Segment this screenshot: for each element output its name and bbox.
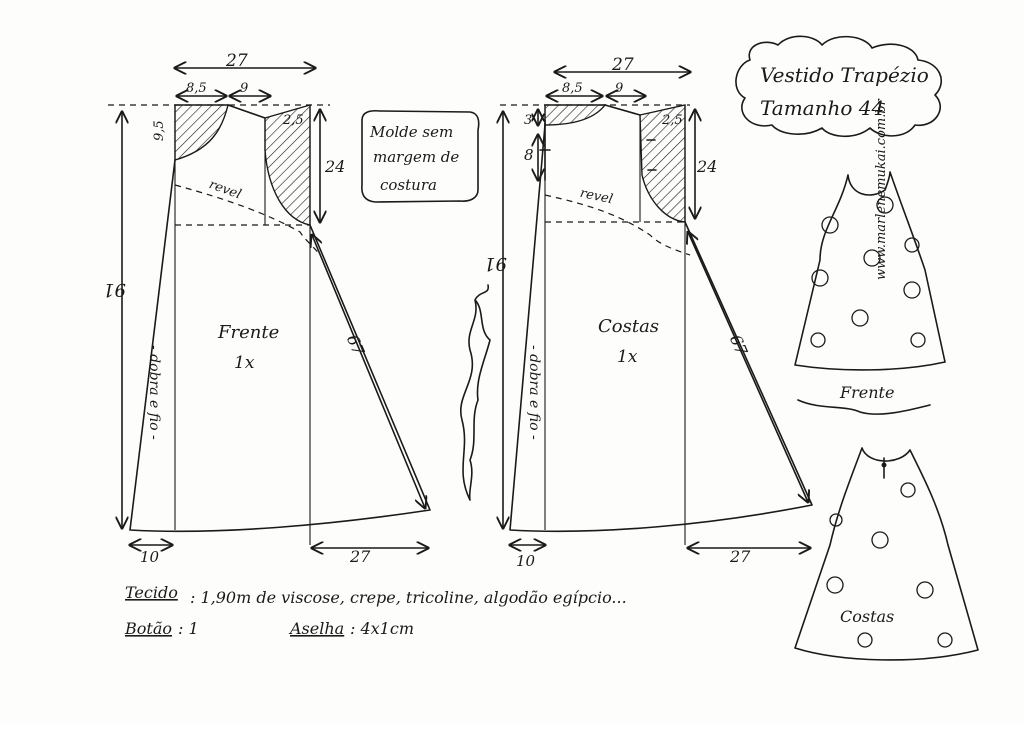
front-piece-count: 1x: [234, 353, 255, 373]
button-value: : 1: [178, 619, 199, 638]
loop-value: : 4x1cm: [350, 619, 414, 638]
flower-print: [810, 196, 926, 348]
signature-scribble: [459, 284, 491, 501]
front-shoulder-width: 9: [240, 81, 248, 96]
back-armhole-depth: 24: [696, 157, 717, 176]
title-line-2: Tamanho 44: [760, 96, 884, 120]
back-dress-illustration: Costas: [794, 447, 979, 661]
title-line-1: Vestido Trapézio: [760, 63, 929, 87]
back-piece-name: Costas: [598, 316, 659, 337]
back-neck-width: 8,5: [562, 81, 583, 96]
back-placket-depth: 8: [524, 146, 534, 164]
back-hem-left: 10: [516, 552, 536, 570]
front-facing-label: revel: [207, 177, 243, 202]
back-shoulder-drop: 2,5: [661, 113, 683, 128]
back-top-width: 27: [611, 55, 634, 75]
back-side-length: 67: [726, 332, 752, 359]
note-line-2: margem de: [373, 148, 459, 166]
back-fold-label: - dobra e fio -: [526, 345, 542, 440]
front-shoulder-drop: 2,5: [282, 113, 304, 128]
fabric-value: : 1,90m de viscose, crepe, tricoline, al…: [190, 588, 627, 607]
front-illustration-label: Frente: [839, 383, 894, 402]
button-label: Botão: [124, 619, 172, 638]
back-length: 91: [484, 253, 507, 274]
front-dress-illustration: www.marlenemukai.com.br Frente: [794, 98, 946, 415]
back-facing-label: revel: [579, 186, 615, 208]
seam-allowance-note: Molde sem margem de costura: [361, 109, 480, 203]
back-piece-count: 1x: [617, 347, 638, 367]
front-hem-right: 27: [349, 547, 371, 566]
front-fold-label: - dobra e fio -: [146, 345, 162, 440]
front-length: 91: [103, 279, 126, 300]
front-facing-line: [174, 184, 321, 256]
front-piece-name: Frente: [217, 322, 279, 343]
flower-print: [826, 482, 953, 648]
back-illustration-label: Costas: [840, 607, 894, 626]
front-armhole-depth: 24: [324, 157, 345, 176]
back-hem-right: 27: [729, 547, 751, 566]
back-pattern-piece: 27 8,5 9 2,5 3 8 24 91 67 10 27 revel Co…: [484, 55, 813, 570]
website-url: www.marlenemukai.com.br: [874, 98, 889, 280]
materials-list: Tecido : 1,90m de viscose, crepe, tricol…: [124, 583, 627, 638]
front-neck-cutout: [174, 104, 229, 161]
note-line-3: costura: [380, 176, 437, 194]
front-neck-depth: 9,5: [152, 120, 167, 141]
title-cloud: Vestido Trapézio Tamanho 44: [735, 35, 942, 138]
front-top-width: 27: [225, 51, 248, 71]
fabric-label: Tecido: [125, 583, 178, 602]
note-line-1: Molde sem: [369, 123, 453, 141]
back-neck-depth: 3: [524, 113, 532, 128]
loop-label: Aselha: [288, 619, 344, 638]
front-neck-width: 8,5: [186, 81, 207, 96]
front-hem-left: 10: [140, 548, 160, 566]
back-neck-cutout: [544, 104, 607, 126]
back-shoulder-width: 9: [615, 81, 623, 96]
